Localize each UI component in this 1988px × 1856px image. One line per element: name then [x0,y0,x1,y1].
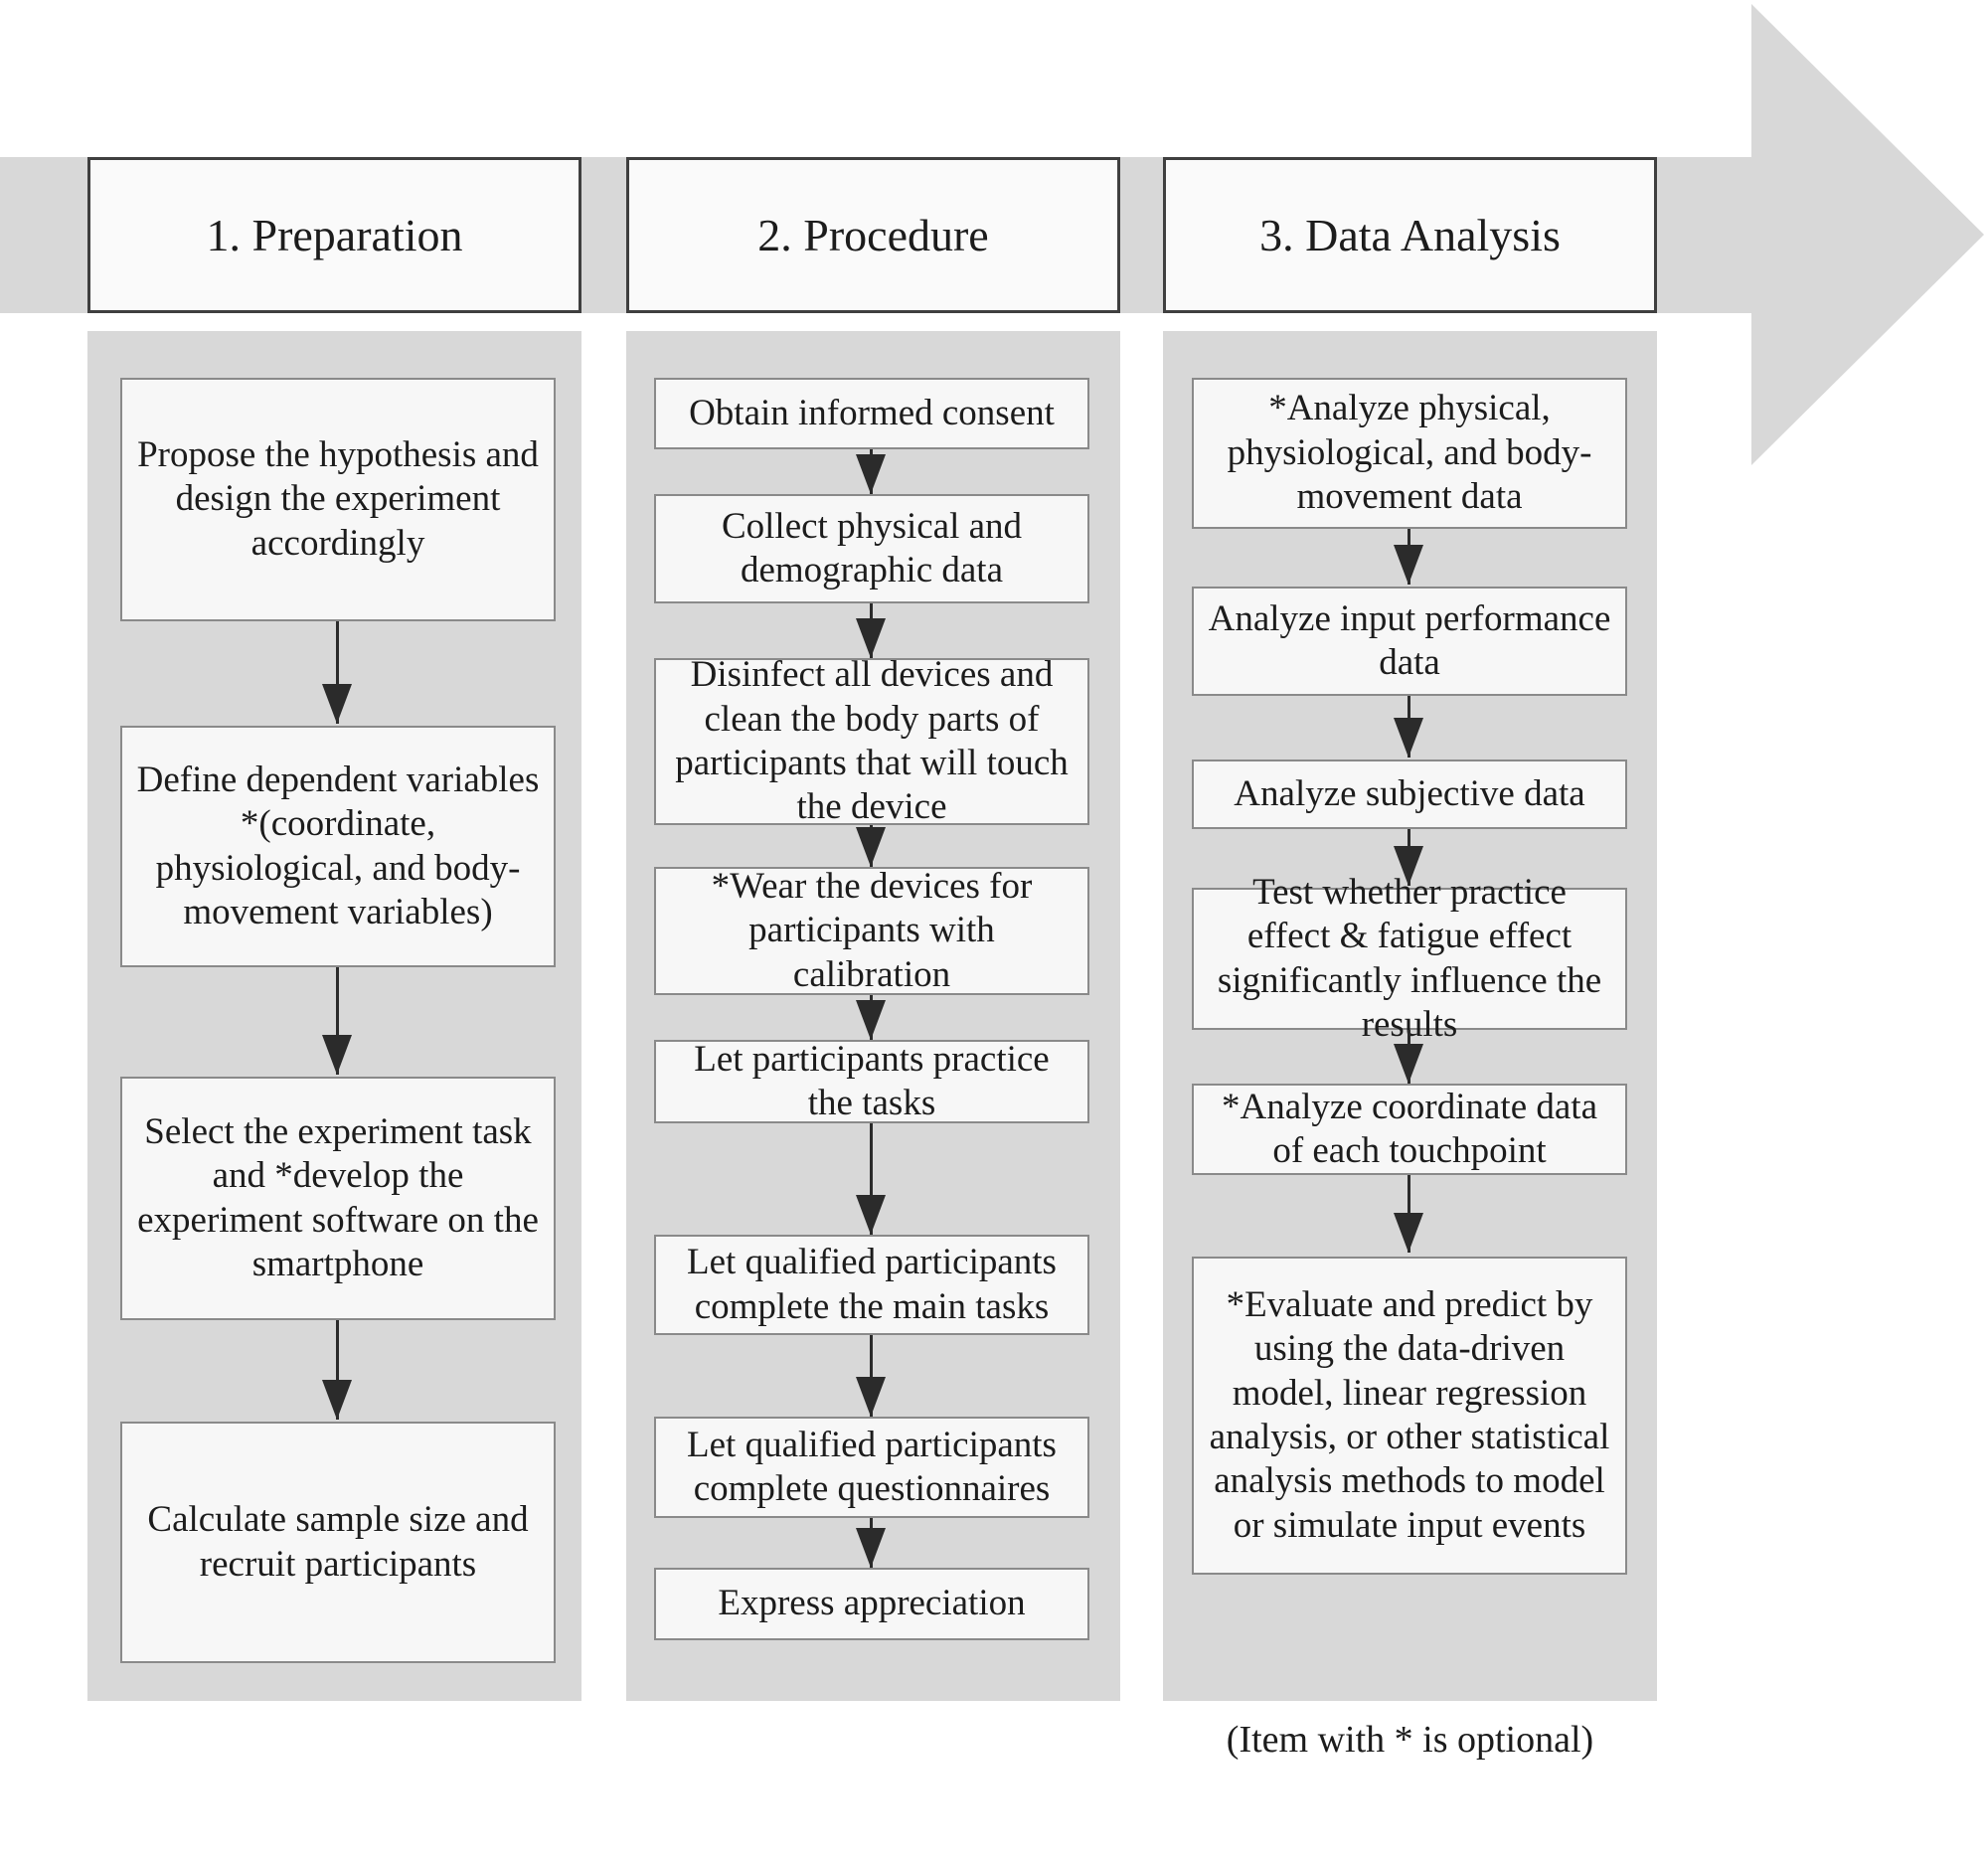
column-panel-preparation: Propose the hypothesis and design the ex… [87,331,581,1701]
down-arrow-connector [856,449,886,494]
step-box: *Evaluate and predict by using the data-… [1192,1257,1627,1575]
down-arrow-connector [1394,1175,1423,1253]
step-box: Test whether practice effect & fatigue e… [1192,872,1627,1045]
step-box: *Analyze physical, physiological, and bo… [1192,378,1627,529]
down-arrow-connector [856,825,886,867]
step-box: Let participants practice the tasks [654,1039,1089,1123]
step-box: Express appreciation [654,1568,1089,1640]
step-box: Define dependent variables *(coordinate,… [120,726,556,967]
footnote: (Item with * is optional) [1226,1719,1594,1761]
down-arrow-connector [856,603,886,658]
column-panel-procedure: Obtain informed consent Collect physical… [626,331,1120,1701]
down-arrow-connector [856,1335,886,1417]
step-box: Calculate sample size and recruit partic… [120,1422,556,1663]
step-box: Propose the hypothesis and design the ex… [120,378,556,621]
step-box: Select the experiment task and *develop … [120,1077,556,1320]
phase-header-procedure: 2. Procedure [626,157,1120,313]
step-box: *Wear the devices for participants with … [654,866,1089,995]
down-arrow-connector [856,1518,886,1568]
step-box: Let qualified participants complete ques… [654,1417,1089,1518]
down-arrow-connector [322,967,352,1075]
down-arrow-connector [1394,829,1423,886]
down-arrow-connector [1394,529,1423,585]
down-arrow-connector [856,995,886,1040]
step-box: Disinfect all devices and clean the body… [654,654,1089,827]
down-arrow-connector [1394,1030,1423,1084]
down-arrow-connector [322,621,352,724]
process-arrow-head-icon [1751,4,1984,465]
step-box: Analyze input performance data [1192,587,1627,696]
phase-header-preparation: 1. Preparation [87,157,581,313]
step-box: Collect physical and demographic data [654,494,1089,603]
step-box: Analyze subjective data [1192,759,1627,829]
step-box: Let qualified participants complete the … [654,1235,1089,1335]
down-arrow-connector [1394,696,1423,758]
phase-header-data-analysis: 3. Data Analysis [1163,157,1657,313]
down-arrow-connector [322,1320,352,1420]
step-box: Obtain informed consent [654,378,1089,449]
down-arrow-connector [856,1123,886,1235]
column-panel-data-analysis: *Analyze physical, physiological, and bo… [1163,331,1657,1701]
step-box: *Analyze coordinate data of each touchpo… [1192,1084,1627,1175]
